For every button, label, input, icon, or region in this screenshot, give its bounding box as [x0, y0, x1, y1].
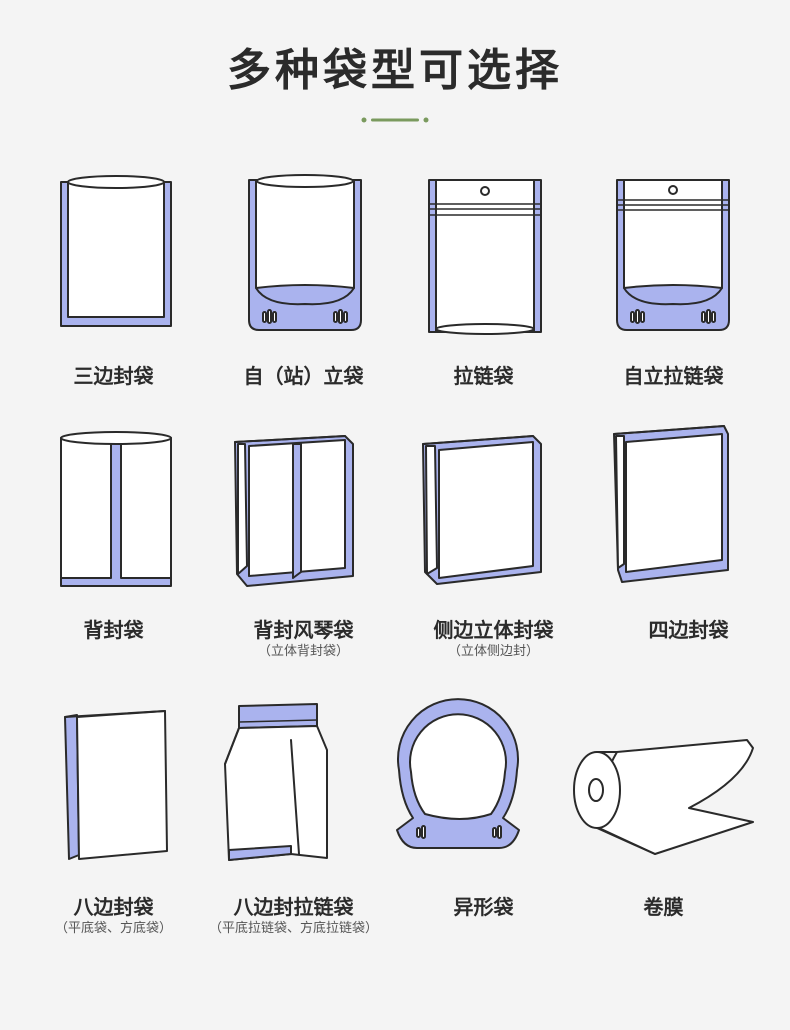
back-seal-bag-icon	[60, 431, 172, 587]
bag-cell: 拉链袋	[385, 170, 582, 470]
bag-label: 自立拉链袋	[623, 364, 724, 388]
roll-film-icon	[573, 739, 754, 855]
bag-sublabel: （立体背封袋）	[257, 644, 349, 659]
bag-label: 卷膜	[643, 895, 684, 919]
three-side-seal-bag-icon	[60, 175, 172, 327]
bag-label: 异形袋	[453, 895, 514, 919]
bag-label: 三边封袋	[73, 364, 154, 388]
bag-cell: 侧边立体封袋 （立体侧边封）	[395, 428, 592, 728]
bag-sublabel: （立体侧边封）	[447, 644, 539, 659]
bag-sublabel: （平底袋、方底袋）	[54, 921, 172, 936]
four-side-seal-bag-icon	[613, 425, 729, 583]
bag-cell: 卷膜	[565, 730, 762, 1030]
bag-label: 背封风琴袋	[253, 618, 354, 642]
bag-label: 自（站）立袋	[243, 364, 364, 388]
bag-cell: 四边封袋	[590, 422, 787, 722]
bag-cell: 背封风琴袋 （立体背封袋）	[205, 428, 402, 728]
bag-cell: 异形袋	[385, 698, 582, 1000]
title-divider	[361, 117, 429, 123]
bag-cell: 八边封袋 （平底袋、方底袋）	[15, 705, 212, 1005]
zipper-bag-icon	[428, 179, 542, 335]
bag-label: 四边封袋	[648, 618, 729, 642]
bag-label: 八边封拉链袋	[233, 895, 354, 919]
bag-label: 八边封袋	[73, 895, 154, 919]
page-title: 多种袋型可选择	[227, 45, 563, 96]
stand-up-pouch-icon	[248, 174, 362, 331]
bag-label: 侧边立体封袋	[433, 618, 554, 642]
back-seal-gusset-bag-icon	[234, 435, 354, 587]
stand-up-zipper-pouch-icon	[616, 179, 730, 331]
side-gusset-bag-icon	[422, 435, 542, 585]
eight-side-zipper-bag-icon	[224, 703, 328, 861]
bag-cell: 自立拉链袋	[575, 170, 772, 470]
shaped-bag-icon	[396, 698, 520, 849]
bag-label: 拉链袋	[453, 364, 514, 388]
bag-cell: 八边封拉链袋 （平底拉链袋、方底拉链袋）	[195, 700, 392, 1000]
bag-cell: 背封袋	[15, 428, 212, 728]
bag-cell: 自（站）立袋	[205, 170, 402, 470]
bag-cell: 三边封袋	[15, 170, 212, 470]
eight-side-seal-bag-icon	[64, 710, 168, 860]
bag-label: 背封袋	[83, 618, 144, 642]
bag-sublabel: （平底拉链袋、方底拉链袋）	[208, 921, 378, 936]
